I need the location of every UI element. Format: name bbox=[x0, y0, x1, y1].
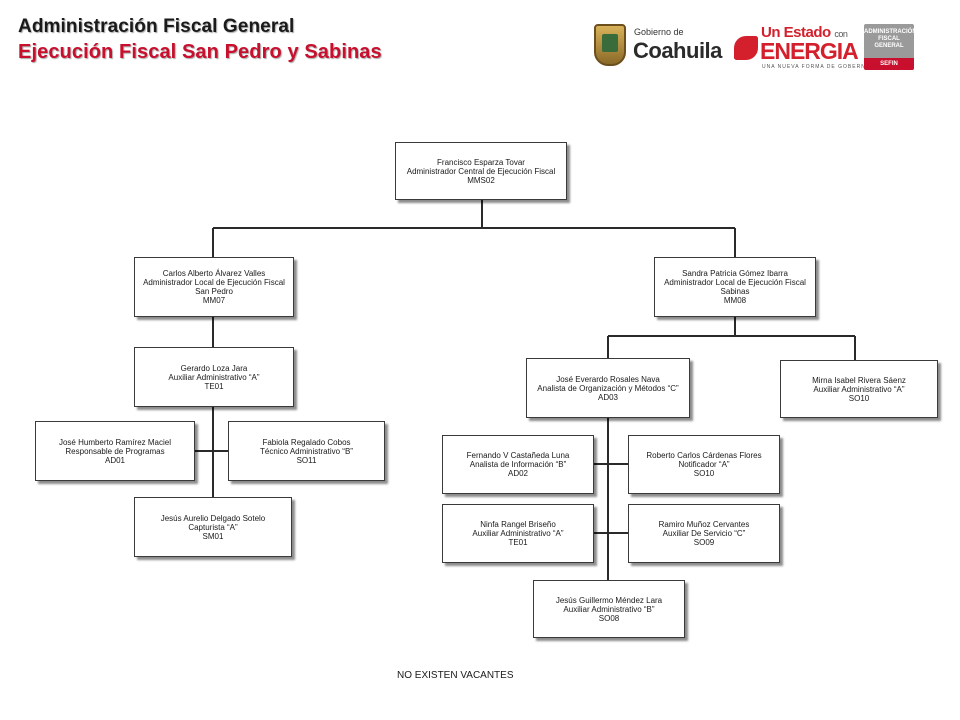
node-name: José Humberto Ramírez Maciel bbox=[58, 437, 172, 447]
node-code: TE01 bbox=[508, 538, 528, 547]
node-role: Capturista “A” bbox=[188, 522, 238, 532]
energia-flame-icon bbox=[734, 36, 758, 60]
node-name: Ramiro Muñoz Cervantes bbox=[658, 520, 750, 529]
coahuila-shield-icon bbox=[594, 24, 626, 66]
node-role: Notificador “A” bbox=[678, 460, 730, 469]
energia-logo: ENERGIA bbox=[760, 38, 859, 64]
org-node-mirna: Mirna Isabel Rivera Sáenz Auxiliar Admin… bbox=[780, 360, 938, 418]
node-name: Jesús Aurelio Delgado Sotelo bbox=[160, 513, 266, 523]
node-role: Auxiliar Administrativo “A” bbox=[472, 529, 564, 538]
node-code: SO08 bbox=[598, 613, 620, 623]
node-code: SO11 bbox=[296, 455, 317, 465]
node-role: Administrador Local de Ejecución Fiscal … bbox=[664, 278, 806, 296]
org-node-ramiro: Ramiro Muñoz Cervantes Auxiliar De Servi… bbox=[628, 504, 780, 563]
page-title: Administración Fiscal General bbox=[18, 16, 295, 37]
node-name: Carlos Alberto Álvarez Valles bbox=[162, 269, 266, 278]
node-role: Técnico Administrativo “B” bbox=[260, 446, 353, 456]
org-node-jose-humberto: José Humberto Ramírez Maciel Responsable… bbox=[35, 421, 195, 481]
node-role: Responsable de Programas bbox=[65, 446, 165, 456]
node-code: MM07 bbox=[202, 296, 226, 305]
node-name: José Everardo Rosales Nava bbox=[556, 374, 660, 384]
node-role: Auxiliar Administrativo “A” bbox=[168, 372, 260, 382]
node-code: MM08 bbox=[723, 296, 747, 305]
node-name: Sandra Patricia Gómez Ibarra bbox=[682, 269, 788, 278]
node-role: Auxiliar Administrativo “B” bbox=[563, 604, 655, 614]
node-code: AD02 bbox=[507, 469, 528, 478]
energia-con-label: con bbox=[834, 29, 848, 39]
gobierno-coahuila-logo: Coahuila bbox=[633, 38, 722, 63]
node-name: Mirna Isabel Rivera Sáenz bbox=[812, 375, 906, 385]
org-node-san-pedro: Carlos Alberto Álvarez Valles Administra… bbox=[134, 257, 294, 317]
node-name: Fernando V Castañeda Luna bbox=[466, 451, 570, 460]
node-name: Jesús Guillermo Méndez Lara bbox=[555, 595, 663, 605]
vacancy-note: NO EXISTEN VACANTES bbox=[397, 670, 514, 681]
node-name: Fabiola Regalado Cobos bbox=[262, 437, 351, 447]
org-node-fernando: Fernando V Castañeda Luna Analista de In… bbox=[442, 435, 594, 494]
admin-badge-line2: FISCAL GENERAL bbox=[874, 36, 904, 49]
energia-top-label: Un Estado bbox=[761, 24, 831, 41]
node-code: SO10 bbox=[693, 469, 715, 478]
gobierno-small-text: Gobierno de bbox=[634, 27, 684, 37]
node-code: AD01 bbox=[104, 455, 125, 465]
node-name: Gerardo Loza Jara bbox=[180, 363, 248, 373]
node-role: Administrador Central de Ejecución Fisca… bbox=[406, 166, 556, 176]
org-node-roberto: Roberto Carlos Cárdenas Flores Notificad… bbox=[628, 435, 780, 494]
org-node-jesus-aurelio: Jesús Aurelio Delgado Sotelo Capturista … bbox=[134, 497, 292, 557]
org-node-root: Francisco Esparza Tovar Administrador Ce… bbox=[395, 142, 567, 200]
org-node-gerardo: Gerardo Loza Jara Auxiliar Administrativ… bbox=[134, 347, 294, 407]
node-role: Administrador Local de Ejecución Fiscal … bbox=[143, 278, 285, 296]
node-name: Ninfa Rangel Briseño bbox=[480, 520, 556, 529]
org-node-ninfa: Ninfa Rangel Briseño Auxiliar Administra… bbox=[442, 504, 594, 563]
node-role: Auxiliar Administrativo “A” bbox=[813, 384, 905, 394]
energia-tagline: UNA NUEVA FORMA DE GOBERNAR bbox=[762, 64, 875, 70]
org-node-jose-everardo: José Everardo Rosales Nava Analista de O… bbox=[526, 358, 690, 418]
admin-badge-line1: ADMINISTRACIÓN bbox=[864, 29, 914, 35]
node-role: Auxiliar De Servicio “C” bbox=[662, 529, 746, 538]
page-subtitle: Ejecución Fiscal San Pedro y Sabinas bbox=[18, 41, 382, 63]
org-node-sabinas: Sandra Patricia Gómez Ibarra Administrad… bbox=[654, 257, 816, 317]
org-node-fabiola: Fabiola Regalado Cobos Técnico Administr… bbox=[228, 421, 385, 481]
node-code: SO09 bbox=[693, 538, 715, 547]
node-role: Analista de Información “B” bbox=[469, 460, 567, 469]
admin-fiscal-badge: ADMINISTRACIÓN FISCAL GENERAL SEFIN bbox=[864, 24, 914, 70]
node-code: TE01 bbox=[204, 381, 224, 391]
node-code: SM01 bbox=[202, 531, 224, 541]
node-role: Analista de Organización y Métodos “C” bbox=[537, 383, 679, 393]
node-code: SO10 bbox=[848, 393, 870, 403]
node-code: MMS02 bbox=[467, 175, 495, 185]
energia-top-text: Un Estado con bbox=[761, 24, 848, 41]
org-node-jesus-guillermo: Jesús Guillermo Méndez Lara Auxiliar Adm… bbox=[533, 580, 685, 638]
admin-badge-line3: SEFIN bbox=[864, 58, 914, 70]
node-name: Roberto Carlos Cárdenas Flores bbox=[646, 451, 762, 460]
node-name: Francisco Esparza Tovar bbox=[437, 157, 525, 167]
node-code: AD03 bbox=[597, 392, 618, 402]
header-logos: Gobierno de Coahuila Un Estado con ENERG… bbox=[594, 22, 916, 72]
